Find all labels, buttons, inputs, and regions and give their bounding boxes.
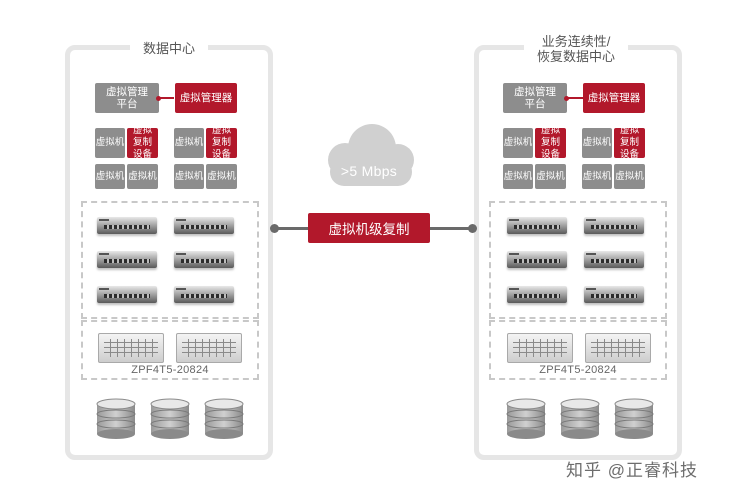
disk-stack-icon — [150, 398, 190, 439]
rack-server-icon — [97, 286, 157, 303]
storage-array-icon — [507, 333, 573, 363]
rack-server-icon — [174, 286, 234, 303]
rack-server-icon — [584, 286, 644, 303]
storage-array-icon — [176, 333, 242, 363]
rack-server-icon — [584, 251, 644, 268]
left-vm: 虚拟机 — [127, 164, 158, 189]
left-mgmt-connector — [159, 97, 174, 99]
right-vm: 虚拟机 — [535, 164, 566, 189]
rack-server-icon — [507, 251, 567, 268]
left-datacenter-title: 数据中心 — [130, 41, 208, 56]
rack-server-icon — [97, 251, 157, 268]
left-mgmt-connector-dot — [156, 95, 161, 101]
storage-array-icon — [98, 333, 164, 363]
rack-server-icon — [97, 217, 157, 234]
left-replication-device: 虚拟复制设备 — [206, 125, 237, 160]
replication-link-right-dot — [468, 224, 477, 233]
vm-replication-label: 虚拟机级复制 — [308, 213, 430, 243]
right-vm: 虚拟机 — [503, 128, 533, 158]
left-vm: 虚拟机 — [95, 164, 125, 189]
right-server-group — [489, 201, 667, 319]
disk-stack-icon — [506, 398, 546, 439]
right-vm: 虚拟机 — [582, 128, 612, 158]
right-replication-device: 虚拟复制设备 — [614, 125, 645, 160]
rack-server-icon — [174, 217, 234, 234]
right-mgmt-connector-dot — [564, 95, 569, 101]
right-storage-group — [489, 320, 667, 380]
cloud-icon — [328, 124, 414, 186]
right-mgmt-platform: 虚拟管理平台 — [503, 83, 567, 113]
watermark: 知乎 @正睿科技 — [566, 461, 698, 480]
right-datacenter-title-line1: 业务连续性/ — [541, 34, 611, 49]
disk-stack-icon — [560, 398, 600, 439]
rack-server-icon — [584, 217, 644, 234]
left-storage-model: ZPF4T5-20824 — [131, 364, 209, 376]
left-vm: 虚拟机 — [174, 128, 204, 158]
right-datacenter-title: 业务连续性/ 恢复数据中心 — [524, 34, 628, 64]
right-vm: 虚拟机 — [614, 164, 645, 189]
disk-stack-icon — [614, 398, 654, 439]
left-replication-device: 虚拟复制设备 — [127, 125, 158, 160]
left-vm-manager: 虚拟管理器 — [175, 83, 237, 113]
left-server-group — [81, 201, 259, 319]
right-datacenter-title-line2: 恢复数据中心 — [536, 49, 615, 64]
right-vm: 虚拟机 — [582, 164, 612, 189]
right-replication-device: 虚拟复制设备 — [535, 125, 566, 160]
storage-array-icon — [585, 333, 651, 363]
rack-server-icon — [507, 286, 567, 303]
disk-stack-icon — [96, 398, 136, 439]
left-vm: 虚拟机 — [95, 128, 125, 158]
replication-link-left-dot — [270, 224, 279, 233]
left-vm: 虚拟机 — [174, 164, 204, 189]
rack-server-icon — [507, 217, 567, 234]
right-storage-model: ZPF4T5-20824 — [539, 364, 617, 376]
right-vm-manager: 虚拟管理器 — [583, 83, 645, 113]
disk-stack-icon — [204, 398, 244, 439]
left-storage-group — [81, 320, 259, 380]
bandwidth-label: >5 Mbps — [340, 163, 398, 179]
left-mgmt-platform: 虚拟管理平台 — [95, 83, 159, 113]
rack-server-icon — [174, 251, 234, 268]
right-vm: 虚拟机 — [503, 164, 533, 189]
left-vm: 虚拟机 — [206, 164, 237, 189]
right-mgmt-connector — [567, 97, 583, 99]
